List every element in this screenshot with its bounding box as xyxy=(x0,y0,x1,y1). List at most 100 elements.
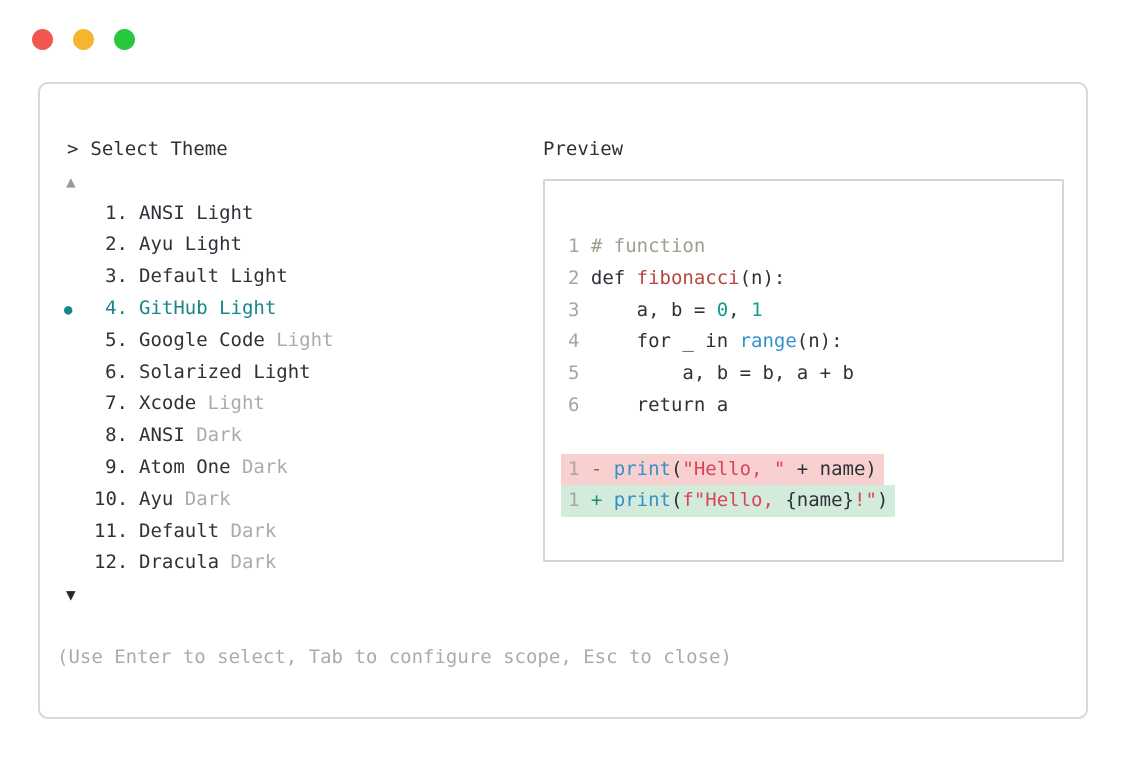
diff-line-minus: 1-print("Hello, " + name) xyxy=(561,453,1062,486)
theme-item-label: ANSI Light xyxy=(139,201,254,224)
theme-item-variant-label: Light xyxy=(276,328,334,351)
code-token-text: + name) xyxy=(785,457,877,480)
code-token-text: , xyxy=(728,298,752,321)
diff-line-number: 1 xyxy=(568,489,580,512)
code-token-string: f"Hello, xyxy=(682,489,786,512)
code-line-number: 6 xyxy=(568,393,580,416)
code-line: 3 a, b = 0, 1 xyxy=(568,295,1062,327)
theme-item-variant-label: Light xyxy=(207,392,265,415)
theme-item-label: Default Light xyxy=(139,265,288,288)
code-token-text: return a xyxy=(590,393,729,416)
theme-list: 1. ANSI Light 2. Ayu Light 3. Default Light ● 4… xyxy=(64,198,334,580)
code-line-number: 5 xyxy=(568,362,580,385)
diff-line-number: 1 xyxy=(568,457,580,480)
code-line: 4 for _ in range(n): xyxy=(568,326,1062,358)
code-token-text: ) xyxy=(876,489,889,512)
theme-picker-window: > Select Theme ▲ 1. ANSI Light 2. Ayu Light 3… xyxy=(38,82,1088,719)
code-token-number: 1 xyxy=(751,298,763,321)
code-token-text: ( xyxy=(670,489,683,512)
theme-item-variant-label: Dark xyxy=(196,424,242,447)
theme-item-number: 10. xyxy=(94,487,129,510)
diff-minus-sign: - xyxy=(590,457,603,480)
code-line-number: 2 xyxy=(568,266,580,289)
theme-item-solarized-light[interactable]: 6. Solarized Light xyxy=(64,357,334,389)
code-token-number: 0 xyxy=(716,298,729,321)
theme-item-label: Dracula Dark xyxy=(139,551,277,574)
theme-item-default-light[interactable]: 3. Default Light xyxy=(64,261,334,293)
theme-item-label: Ayu Light xyxy=(139,233,242,256)
code-token-text: (n): xyxy=(796,330,843,353)
code-token-text: ( xyxy=(670,457,683,480)
code-token-string: "Hello, " xyxy=(682,457,786,480)
code-line: 1 # function xyxy=(568,231,1062,263)
code-line: 6 return a xyxy=(568,390,1062,422)
theme-item-number: 1. xyxy=(105,201,128,224)
theme-item-number: 8. xyxy=(105,424,128,447)
theme-item-variant-label: Dark xyxy=(230,519,277,542)
code-token-text: {name} xyxy=(785,489,854,512)
minimize-window-button[interactable] xyxy=(73,29,94,50)
theme-item-label: Solarized Light xyxy=(139,360,311,383)
theme-item-label: ANSI Dark xyxy=(139,424,242,447)
theme-item-variant-label: Dark xyxy=(241,455,288,478)
theme-item-number: 4. xyxy=(105,296,128,319)
code-token-builtin: range xyxy=(739,330,797,353)
theme-item-number: 3. xyxy=(105,265,128,288)
code-line-number: 1 xyxy=(568,235,580,257)
code-token-text: (n): xyxy=(739,266,786,289)
theme-item-label: Atom One Dark xyxy=(139,455,288,478)
theme-item-number: 5. xyxy=(105,328,128,351)
theme-item-number: 9. xyxy=(105,455,128,478)
keyboard-hints: (Use Enter to select, Tab to configure s… xyxy=(57,646,732,668)
select-theme-prompt: > Select Theme xyxy=(64,134,334,166)
theme-item-number: 12. xyxy=(94,551,129,574)
theme-item-number: 11. xyxy=(94,519,129,542)
scroll-up-icon[interactable]: ▲ xyxy=(66,171,76,191)
code-token-text: a, b = xyxy=(590,298,717,321)
selected-bullet-icon: ● xyxy=(64,301,73,318)
diff-line-highlight-plus: 1 + print(f"Hello, {name}!") xyxy=(561,485,896,518)
theme-item-label: Default Dark xyxy=(139,519,277,542)
theme-selector-panel: > Select Theme ▲ 1. ANSI Light 2. Ayu Light 3… xyxy=(64,134,334,611)
diff-line-highlight-minus: 1-print("Hello, " + name) xyxy=(561,453,884,486)
code-line: 5 a, b = b, a + b xyxy=(568,358,1062,390)
theme-item-atom-one[interactable]: 9. Atom One Dark xyxy=(64,452,334,484)
theme-item-number: 7. xyxy=(105,392,128,415)
code-line-number: 3 xyxy=(568,298,580,321)
code-token-builtin: print xyxy=(613,489,671,512)
window-traffic-lights xyxy=(32,29,135,50)
theme-item-ayu[interactable]: 10. Ayu Dark xyxy=(64,484,334,516)
theme-item-ayu-light[interactable]: 2. Ayu Light xyxy=(64,229,334,261)
theme-item-ansi-light[interactable]: 1. ANSI Light xyxy=(64,198,334,230)
theme-item-label: Ayu Dark xyxy=(139,487,231,510)
code-token-text: for _ in xyxy=(590,330,740,353)
code-line-number: 4 xyxy=(568,330,580,353)
code-token-comment: # function xyxy=(590,235,706,257)
theme-item-number: 6. xyxy=(105,360,128,383)
preview-title: Preview xyxy=(543,138,624,160)
code-token-text: a, b = b, a + b xyxy=(590,362,854,385)
theme-item-google-code[interactable]: 5. Google Code Light xyxy=(64,325,334,357)
code-token-function: fibonacci xyxy=(636,266,740,289)
scroll-down-icon[interactable]: ▼ xyxy=(66,585,76,605)
zoom-window-button[interactable] xyxy=(114,29,135,50)
theme-item-label: GitHub Light xyxy=(139,296,277,319)
prompt-chevron-icon: > xyxy=(67,138,79,160)
code-token-string: !" xyxy=(854,489,877,512)
theme-item-dracula[interactable]: 12. Dracula Dark xyxy=(64,547,334,579)
theme-item-label: Xcode Light xyxy=(139,392,265,415)
theme-item-variant-label: Dark xyxy=(184,487,231,510)
close-window-button[interactable] xyxy=(32,29,53,50)
theme-item-ansi[interactable]: 8. ANSI Dark xyxy=(64,420,334,452)
diff-plus-sign: + xyxy=(590,489,603,512)
code-token-builtin: print xyxy=(613,457,671,480)
theme-item-github-light[interactable]: ● 4. GitHub Light xyxy=(64,293,334,325)
theme-item-label: Google Code Light xyxy=(139,328,334,351)
panel-title: Select Theme xyxy=(90,138,228,160)
theme-item-xcode[interactable]: 7. Xcode Light xyxy=(64,388,334,420)
theme-item-number: 2. xyxy=(105,233,128,256)
theme-item-default[interactable]: 11. Default Dark xyxy=(64,516,334,548)
